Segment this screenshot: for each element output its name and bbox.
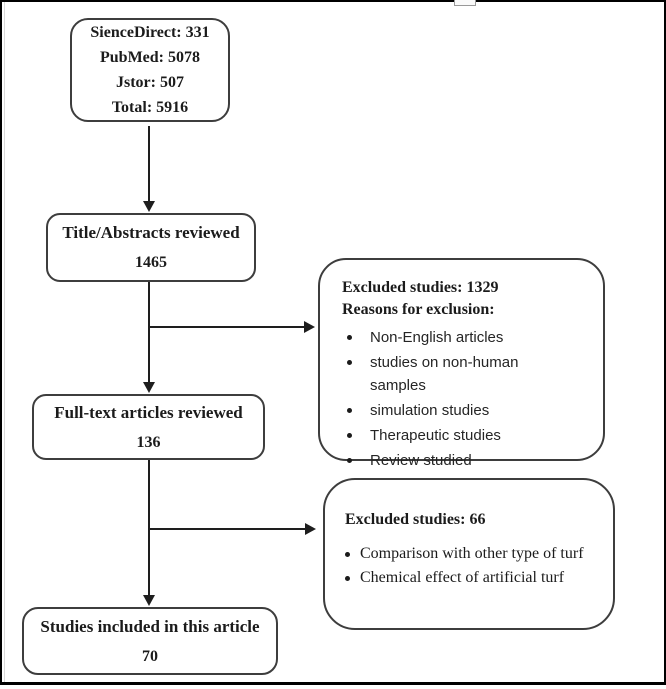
bullet-icon	[347, 326, 370, 349]
arrow-title-to-fulltext-line	[148, 282, 150, 383]
branch-to-excluded2-line	[149, 528, 306, 530]
bullet-icon	[347, 351, 370, 397]
excluded-66-box: Excluded studies: 66 Comparison with oth…	[323, 478, 615, 630]
excluded-1329-subtitle: Reasons for exclusion:	[342, 301, 495, 318]
fulltext-label: Full-text articles reviewed	[54, 402, 243, 422]
included-label: Studies included in this article	[40, 616, 260, 636]
arrow-sources-to-title-head-icon	[143, 201, 155, 212]
excluded-66-bullet-list: Comparison with other type of turf Chemi…	[345, 542, 584, 590]
arrow-title-to-fulltext-head-icon	[143, 382, 155, 393]
bullet-icon	[347, 449, 370, 472]
excluded-1329-bullet-list: Non-English articles studies on non-huma…	[342, 326, 572, 474]
bullet-icon	[345, 542, 360, 566]
fulltext-box: Full-text articles reviewed 136	[32, 394, 265, 460]
branch-to-excluded1-line	[149, 326, 305, 328]
sources-line-jstor: Jstor: 507	[116, 74, 184, 91]
list-item: Comparison with other type of turf	[345, 542, 584, 566]
branch-to-excluded1-head-icon	[304, 321, 315, 333]
bullet-icon	[347, 424, 370, 447]
list-item: studies on non-human samples	[342, 351, 572, 397]
list-item: Chemical effect of artificial turf	[345, 566, 584, 590]
excluded-1329-box: Excluded studies: 1329 Reasons for exclu…	[318, 258, 605, 469]
arrow-sources-to-title-line	[148, 126, 150, 203]
bullet-icon	[347, 399, 370, 422]
sources-box: SienceDirect: 331 PubMed: 5078 Jstor: 50…	[70, 18, 230, 122]
list-item: Non-English articles	[342, 326, 572, 349]
inner-border-line	[4, 2, 5, 682]
excluded-66-title: Excluded studies: 66	[345, 511, 486, 528]
selection-handle	[454, 0, 476, 6]
list-item: Review studied	[342, 449, 572, 472]
list-item: Therapeutic studies	[342, 424, 572, 447]
included-box: Studies included in this article 70	[22, 607, 278, 675]
arrow-fulltext-to-included-head-icon	[143, 595, 155, 606]
title-abstracts-box: Title/Abstracts reviewed 1465	[46, 213, 256, 282]
list-item: simulation studies	[342, 399, 572, 422]
included-count: 70	[142, 647, 158, 665]
title-abstracts-label: Title/Abstracts reviewed	[62, 223, 240, 242]
excluded-1329-title: Excluded studies: 1329	[342, 279, 499, 296]
fulltext-count: 136	[136, 433, 161, 451]
title-abstracts-count: 1465	[135, 254, 167, 271]
sources-line-sciencedirect: SienceDirect: 331	[90, 24, 210, 41]
sources-line-pubmed: PubMed: 5078	[100, 49, 200, 66]
sources-line-total: Total: 5916	[111, 99, 189, 116]
bullet-icon	[345, 566, 360, 590]
branch-to-excluded2-head-icon	[305, 523, 316, 535]
